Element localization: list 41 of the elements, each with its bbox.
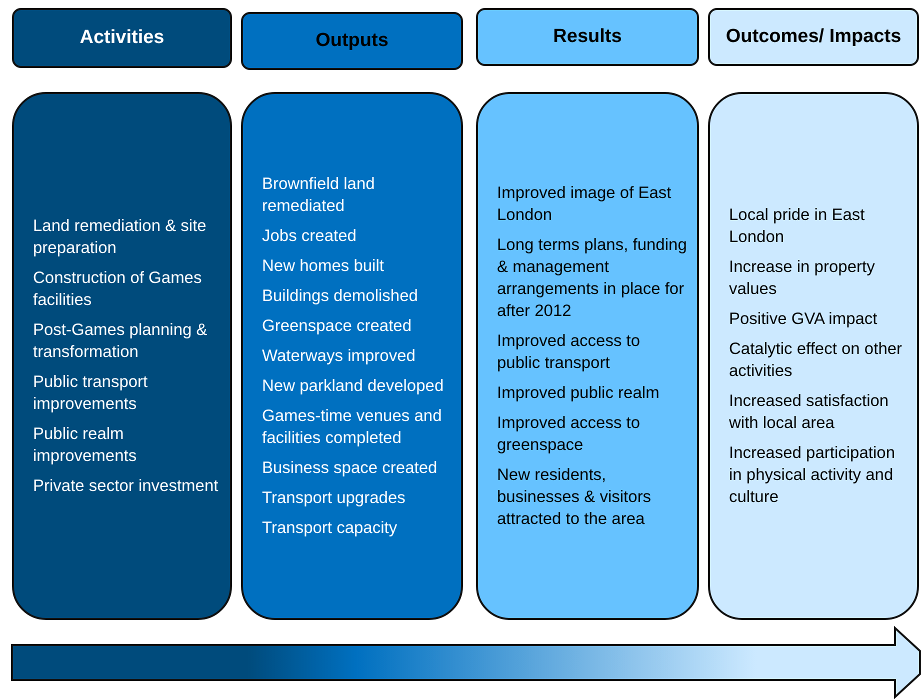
column-header xyxy=(476,8,699,66)
list-item: Transport upgrades xyxy=(262,488,406,509)
list-item: Catalytic effect on other activities xyxy=(729,339,904,382)
list-item: Improved access to greenspace xyxy=(497,413,642,456)
header-text: Outcomes/ Impacts xyxy=(726,26,902,48)
list-item: Public realm improvements xyxy=(33,424,138,467)
column-header xyxy=(12,8,232,68)
list-item: Improved access to public transport xyxy=(497,331,642,374)
list-item: Jobs created xyxy=(262,226,358,247)
list-item: Land remediation & site preparation xyxy=(33,216,208,259)
list-item: Private sector investment xyxy=(33,476,220,497)
header-text: Outputs xyxy=(316,30,388,52)
list-item: New parkland developed xyxy=(262,376,445,397)
list-item: Increase in property values xyxy=(729,257,876,300)
column-panel xyxy=(708,92,919,620)
list-item: Increased satisfaction with local area xyxy=(729,391,890,434)
list-item: Post-Games planning & transformation xyxy=(33,320,208,363)
list-item: Transport capacity xyxy=(262,518,398,539)
list-item: Buildings demolished xyxy=(262,286,419,307)
list-item: Business space created xyxy=(262,458,438,479)
header-text: Activities xyxy=(80,27,164,49)
list-item: Construction of Games facilities xyxy=(33,268,203,311)
list-item: Local pride in East London xyxy=(729,205,866,248)
column-panel xyxy=(476,92,699,620)
column-header xyxy=(708,8,919,66)
list-item: Improved image of East London xyxy=(497,183,672,226)
list-item: Brownfield land remediated xyxy=(262,174,376,217)
list-item: New homes built xyxy=(262,256,385,277)
column-panel xyxy=(241,92,463,620)
header-text: Results xyxy=(553,26,622,48)
column-panel xyxy=(12,92,232,620)
list-item: Games-time venues and facilities completed xyxy=(262,406,443,449)
list-item: Greenspace created xyxy=(262,316,413,337)
list-item: New residents, businesses & visitors attracted to the area xyxy=(497,465,652,530)
list-item: Waterways improved xyxy=(262,346,416,367)
list-item: Increased participation in physical activity and culture xyxy=(729,443,896,508)
list-item: Public transport improvements xyxy=(33,372,149,415)
list-item: Long terms plans, funding & management arrangements in place for after 2012 xyxy=(497,235,687,322)
list-item: Improved public realm xyxy=(497,383,660,404)
column-header xyxy=(241,12,463,70)
list-item: Positive GVA impact xyxy=(729,309,878,330)
